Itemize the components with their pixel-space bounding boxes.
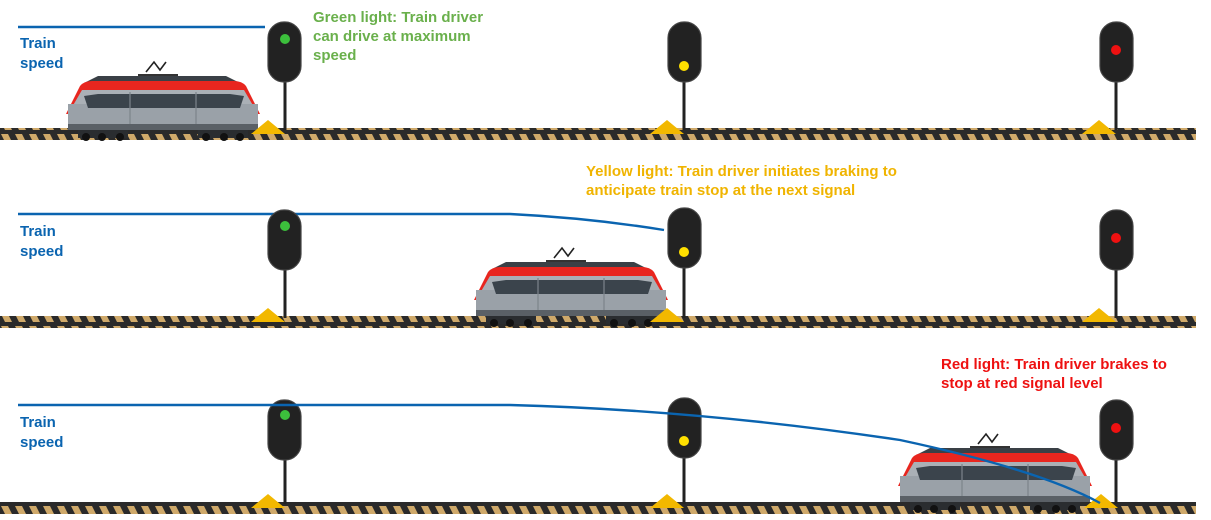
signal-3: [1084, 399, 1134, 508]
track: [0, 128, 1196, 140]
signal-1: [251, 209, 302, 322]
signal-3: [1082, 21, 1134, 134]
track: [0, 502, 1196, 514]
train: [65, 61, 261, 142]
marker-triangle: [251, 308, 285, 322]
signal-1: [251, 21, 302, 134]
caption: Green light: Train driver can drive at m…: [313, 9, 487, 64]
speed-label: Train speed: [20, 223, 63, 260]
marker-triangle: [251, 494, 285, 508]
green-lamp: [280, 221, 290, 231]
green-lamp: [280, 410, 290, 420]
marker-triangle: [650, 120, 684, 134]
red-lamp: [1111, 45, 1121, 55]
row-red: Train speed Red light: Train driver brak…: [0, 356, 1196, 514]
yellow-lamp: [679, 61, 689, 71]
row-green: Train speed Green light: Train driver: [0, 9, 1196, 142]
red-lamp: [1111, 233, 1121, 243]
row-yellow: Train speed Yellow light: Train driver i…: [0, 163, 1196, 328]
marker-triangle: [251, 120, 285, 134]
caption: Red light: Train driver brakes to stop a…: [941, 356, 1171, 392]
speed-curve: [18, 212, 665, 232]
marker-triangle: [1082, 308, 1116, 322]
marker-triangle: [1084, 494, 1118, 508]
green-lamp: [280, 34, 290, 44]
caption: Yellow light: Train driver initiates bra…: [586, 163, 901, 199]
speed-label: Train speed: [20, 35, 63, 72]
marker-triangle: [1082, 120, 1116, 134]
signal-2: [650, 21, 702, 134]
red-lamp: [1111, 423, 1121, 433]
signal-3: [1082, 209, 1134, 322]
speed-curve: [18, 403, 1101, 505]
speed-label: Train speed: [20, 414, 63, 451]
marker-triangle: [650, 308, 684, 322]
train: [473, 247, 669, 328]
yellow-lamp: [679, 436, 689, 446]
track: [0, 316, 1196, 328]
signal-1: [251, 399, 302, 508]
marker-triangle: [650, 494, 684, 508]
signal-2: [650, 207, 702, 322]
yellow-lamp: [679, 247, 689, 257]
